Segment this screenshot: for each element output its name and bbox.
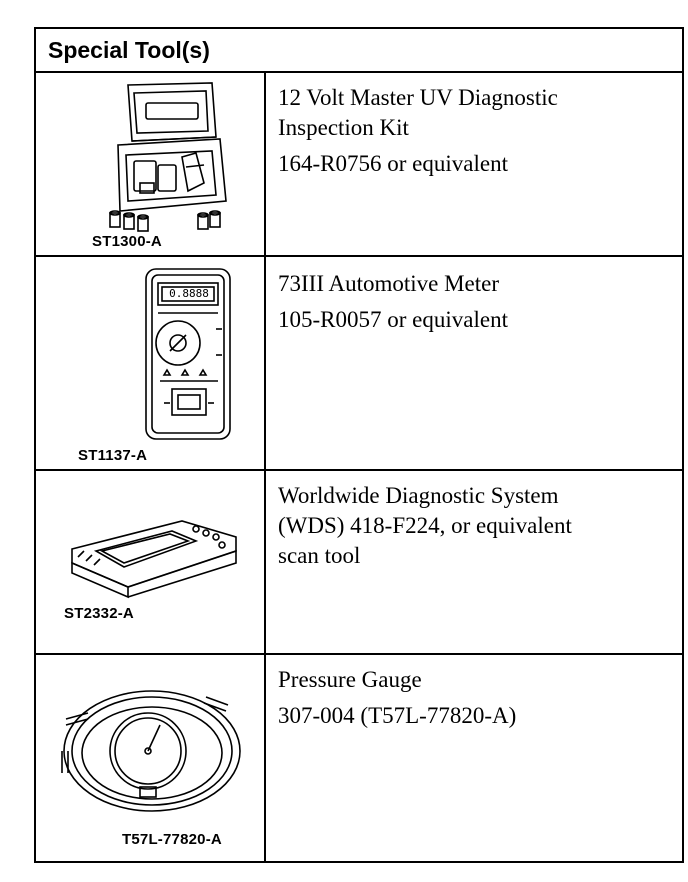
- tool-part-number: 164-R0756 or equivalent: [278, 151, 508, 176]
- uv-diagnostic-kit-illustration: ST1300-A: [36, 73, 264, 255]
- automotive-meter-illustration: 0.8888 ST1137-A: [36, 257, 264, 469]
- pressure-gauge-with-hose-icon: [61, 690, 241, 812]
- scan-tool-tablet-icon: [71, 520, 237, 599]
- tool-name-line: Pressure Gauge: [278, 667, 422, 692]
- automotive-multimeter-icon: 0.8888: [145, 268, 231, 440]
- tool-name-line: Worldwide Diagnostic System: [278, 483, 559, 508]
- tool-illustration-code: T57L-77820-A: [122, 831, 222, 848]
- tool-description: Pressure Gauge 307-004 (T57L-77820-A): [278, 665, 668, 731]
- table-title: Special Tool(s): [36, 29, 682, 73]
- column-divider: [264, 73, 266, 861]
- tool-row-automotive-meter: 0.8888 ST1137-A 73III Automotive Meter 1…: [36, 257, 682, 471]
- tool-name-line: 12 Volt Master UV Diagnostic: [278, 85, 558, 110]
- tool-row-pressure-gauge: T57L-77820-A Pressure Gauge 307-004 (T57…: [36, 655, 682, 861]
- tool-illustration-code: ST1137-A: [78, 447, 148, 464]
- pressure-gauge-illustration: T57L-77820-A: [36, 655, 264, 861]
- tool-name-line: (WDS) 418-F224, or equivalent: [278, 513, 572, 538]
- uv-diagnostic-kit-case-icon: [109, 82, 227, 232]
- tool-description: Worldwide Diagnostic System (WDS) 418-F2…: [278, 481, 668, 571]
- tool-row-scan-tool: ST2332-A Worldwide Diagnostic System (WD…: [36, 471, 682, 655]
- tool-part-number: 307-004 (T57L-77820-A): [278, 703, 517, 728]
- tool-description: 73III Automotive Meter 105-R0057 or equi…: [278, 269, 668, 335]
- tool-part-number: 105-R0057 or equivalent: [278, 307, 508, 332]
- meter-display-readout: 0.8888: [169, 287, 209, 300]
- special-tools-table: Special Tool(s): [34, 27, 684, 863]
- tool-name-line: Inspection Kit: [278, 115, 409, 140]
- tool-row-uv-kit: ST1300-A 12 Volt Master UV Diagnostic In…: [36, 73, 682, 257]
- scan-tool-illustration: ST2332-A: [36, 471, 264, 653]
- tool-illustration-code: ST1300-A: [92, 233, 162, 250]
- tool-name-line: 73III Automotive Meter: [278, 271, 500, 296]
- tool-name-line: scan tool: [278, 543, 361, 568]
- tool-description: 12 Volt Master UV Diagnostic Inspection …: [278, 83, 668, 179]
- tool-illustration-code: ST2332-A: [64, 605, 134, 622]
